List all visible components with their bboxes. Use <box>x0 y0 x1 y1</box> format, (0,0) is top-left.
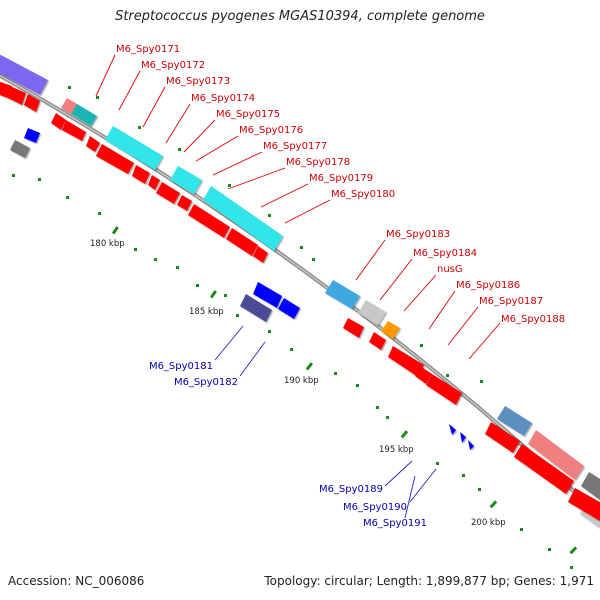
fwd-gene-0178 <box>177 195 192 211</box>
fwd-gene-0180b <box>253 246 268 263</box>
gene-label-M6_Spy0175[interactable]: M6_Spy0175 <box>216 109 280 120</box>
forward-labels: M6_Spy0171 M6_Spy0172 M6_Spy0173 M6_Spy0… <box>116 44 565 325</box>
tick-label-190: 190 kbp <box>284 376 319 386</box>
gene-label-M6_Spy0188[interactable]: M6_Spy0188 <box>501 314 565 325</box>
major-ticks <box>111 226 578 555</box>
gc-dots <box>12 86 573 569</box>
rev-gene-0182 <box>240 294 272 322</box>
gene-label-nusG[interactable]: nusG <box>437 264 463 275</box>
gene-label-M6_Spy0183[interactable]: M6_Spy0183 <box>386 229 450 240</box>
rev-gene-left <box>24 128 40 143</box>
cog-block-cyan-1 <box>105 126 163 170</box>
fwd-gene-0176 <box>148 175 160 190</box>
rev-gene-0191 <box>468 440 474 450</box>
rev-gene-0181b <box>278 298 300 319</box>
cog-block-orange <box>381 321 400 339</box>
gene-label-M6_Spy0172[interactable]: M6_Spy0172 <box>141 60 205 71</box>
gene-label-M6_Spy0176[interactable]: M6_Spy0176 <box>239 125 303 136</box>
gene-label-M6_Spy0191[interactable]: M6_Spy0191 <box>363 518 427 529</box>
rev-gene-0190 <box>460 432 466 443</box>
forward-genes <box>0 81 600 521</box>
gene-label-M6_Spy0189[interactable]: M6_Spy0189 <box>319 484 383 495</box>
tick-label-200: 200 kbp <box>471 518 506 528</box>
fwd-gene-d <box>514 444 574 494</box>
cog-block-silver <box>358 300 386 325</box>
fwd-gene-0175 <box>132 165 150 184</box>
cog-block-pink <box>61 98 77 114</box>
accession-text: Accession: NC_006086 <box>8 574 145 588</box>
fwd-gene-nusG <box>388 346 424 377</box>
gene-label-M6_Spy0179[interactable]: M6_Spy0179 <box>309 173 373 184</box>
cog-block-gray <box>581 472 600 500</box>
genome-summary-text: Topology: circular; Length: 1,899,877 bp… <box>264 574 594 588</box>
tick-label-195: 195 kbp <box>379 445 414 455</box>
gene-label-M6_Spy0178[interactable]: M6_Spy0178 <box>286 157 350 168</box>
cog-block-purple <box>0 54 48 95</box>
reverse-genes <box>10 128 474 450</box>
fwd-gene-0177 <box>156 182 180 204</box>
fwd-gene-0180 <box>226 228 258 256</box>
cog-block-cyan-2 <box>170 166 202 194</box>
fwd-gene-b <box>8 86 26 105</box>
fwd-gene-0179 <box>188 204 230 238</box>
gene-label-M6_Spy0171[interactable]: M6_Spy0171 <box>116 44 180 55</box>
cog-ring <box>0 54 600 528</box>
tick-label-185: 185 kbp <box>189 307 224 317</box>
gene-label-M6_Spy0181[interactable]: M6_Spy0181 <box>149 361 213 372</box>
forward-leaders <box>95 54 501 360</box>
fwd-gene-0186 <box>415 366 432 384</box>
gene-label-M6_Spy0177[interactable]: M6_Spy0177 <box>263 141 327 152</box>
cog-block-pink-2 <box>528 430 584 480</box>
fwd-gene-0187 <box>426 374 462 405</box>
fwd-gene-0183 <box>343 318 364 338</box>
map-title: Streptococcus pyogenes MGAS10394, comple… <box>115 9 485 24</box>
gene-label-M6_Spy0186[interactable]: M6_Spy0186 <box>456 280 520 291</box>
fwd-gene-0174 <box>96 144 134 174</box>
gene-label-M6_Spy0190[interactable]: M6_Spy0190 <box>343 502 407 513</box>
fwd-gene-c <box>24 94 40 112</box>
cog-block-cyan-3 <box>203 186 283 251</box>
cog-block-sky <box>325 280 360 309</box>
gene-label-M6_Spy0174[interactable]: M6_Spy0174 <box>191 93 255 104</box>
gene-label-M6_Spy0182[interactable]: M6_Spy0182 <box>174 377 238 388</box>
rev-gene-0189 <box>449 424 456 435</box>
gene-label-M6_Spy0180[interactable]: M6_Spy0180 <box>331 189 395 200</box>
fwd-gene-0184 <box>369 332 386 350</box>
fwd-gene-0188 <box>485 422 520 453</box>
fwd-gene-e <box>568 488 600 521</box>
reverse-labels: M6_Spy0181 M6_Spy0182 M6_Spy0189 M6_Spy0… <box>149 361 427 529</box>
rev-gene-gray-left <box>10 140 30 158</box>
gene-label-M6_Spy0173[interactable]: M6_Spy0173 <box>166 76 230 87</box>
cog-block-teal <box>71 104 97 126</box>
reverse-leaders <box>214 325 437 519</box>
gene-label-M6_Spy0187[interactable]: M6_Spy0187 <box>479 296 543 307</box>
tick-label-180: 180 kbp <box>90 239 125 249</box>
fwd-gene-0172 <box>62 120 86 141</box>
cog-block-steel <box>497 406 532 436</box>
fwd-gene-0171 <box>51 113 66 130</box>
fwd-gene-0173 <box>86 136 100 152</box>
gene-label-M6_Spy0184[interactable]: M6_Spy0184 <box>413 248 477 259</box>
rev-gene-0181 <box>253 282 282 308</box>
